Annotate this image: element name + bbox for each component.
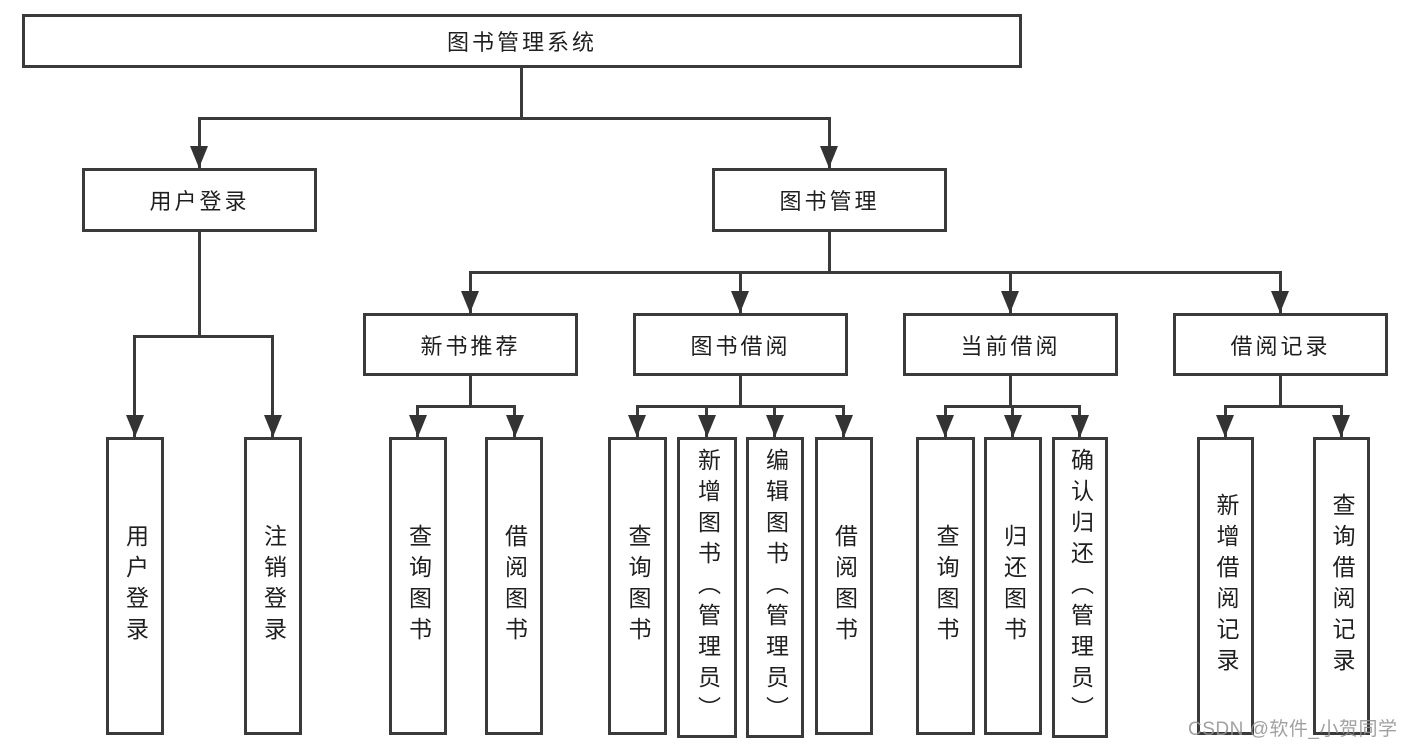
node-label: 编辑图书（管理员） <box>762 448 789 727</box>
arrow-down-icon <box>1004 415 1022 437</box>
node-label: 新增借阅记录 <box>1213 493 1239 679</box>
connector-line <box>1224 405 1343 408</box>
node-label: 新增图书（管理员） <box>694 448 721 727</box>
leaf-query-books-current: 查询图书 <box>916 437 975 735</box>
leaf-return-books: 归还图书 <box>984 437 1042 735</box>
arrow-down-icon <box>628 415 646 437</box>
node-label: 图书借阅 <box>690 333 791 359</box>
connector-line <box>198 117 831 120</box>
arrow-down-icon <box>820 146 838 168</box>
leaf-confirm-return-admin: 确认归还（管理员） <box>1052 437 1108 738</box>
arrow-down-icon <box>766 415 784 437</box>
connector-line <box>828 117 831 168</box>
node-label: 查询图书 <box>933 524 959 648</box>
connector-line <box>1279 376 1282 408</box>
node-current-borrow: 当前借阅 <box>903 313 1118 376</box>
connector-line <box>133 335 274 338</box>
arrow-down-icon <box>835 415 853 437</box>
node-label: 借阅图书 <box>831 524 858 648</box>
node-label: 图书管理系统 <box>446 30 597 55</box>
leaf-borrow-books: 借阅图书 <box>815 437 873 735</box>
node-label: 确认归还（管理员） <box>1067 448 1094 727</box>
leaf-add-borrow-record: 新增借阅记录 <box>1197 437 1254 735</box>
arrow-down-icon <box>698 415 716 437</box>
node-label: 新书推荐 <box>420 333 521 359</box>
watermark: CSDN @软件_小贺同学 <box>1188 719 1398 740</box>
leaf-edit-books-admin: 编辑图书（管理员） <box>746 437 804 738</box>
leaf-add-books-admin: 新增图书（管理员） <box>677 437 737 738</box>
node-label: 注销登录 <box>260 524 287 648</box>
node-label: 借阅记录 <box>1230 333 1331 359</box>
node-label: 图书管理 <box>779 189 880 214</box>
arrow-down-icon <box>126 415 144 437</box>
node-book-management: 图书管理 <box>712 168 947 232</box>
connector-line <box>133 335 136 437</box>
node-label: 查询图书 <box>405 524 432 648</box>
leaf-query-borrow-record: 查询借阅记录 <box>1313 437 1370 735</box>
node-user-login: 用户登录 <box>82 168 317 232</box>
arrow-down-icon <box>1071 415 1089 437</box>
arrow-down-icon <box>264 415 282 437</box>
node-label: 借阅图书 <box>501 524 528 648</box>
node-book-borrow: 图书借阅 <box>633 313 848 376</box>
connector-line <box>198 117 201 168</box>
node-label: 查询借阅记录 <box>1329 493 1355 679</box>
connector-line <box>198 232 201 338</box>
node-label: 查询图书 <box>625 524 651 648</box>
arrow-down-icon <box>409 415 427 437</box>
arrow-down-icon <box>190 146 208 168</box>
arrow-down-icon <box>731 291 749 313</box>
connector-line <box>1009 376 1012 408</box>
arrow-down-icon <box>1271 291 1289 313</box>
connector-line <box>416 405 516 408</box>
node-label: 用户登录 <box>149 189 250 214</box>
connector-line <box>828 232 831 274</box>
connector-line <box>520 68 523 120</box>
arrow-down-icon <box>506 415 524 437</box>
connector-line <box>636 405 845 408</box>
connector-line <box>469 271 1282 274</box>
leaf-user-login: 用户登录 <box>106 437 164 735</box>
arrow-down-icon <box>1332 415 1350 437</box>
connector-line <box>469 376 472 408</box>
node-label: 当前借阅 <box>960 333 1061 359</box>
leaf-query-books-recommend: 查询图书 <box>389 437 447 735</box>
arrow-down-icon <box>936 415 954 437</box>
connector-line <box>271 335 274 437</box>
leaf-query-books-borrow: 查询图书 <box>608 437 667 735</box>
arrow-down-icon <box>1001 291 1019 313</box>
arrow-down-icon <box>1216 415 1234 437</box>
node-root-system: 图书管理系统 <box>22 14 1022 68</box>
connector-line <box>739 376 742 408</box>
node-label: 归还图书 <box>1000 524 1027 648</box>
node-label: 用户登录 <box>122 524 149 648</box>
node-borrow-record: 借阅记录 <box>1173 313 1388 376</box>
leaf-logout-login: 注销登录 <box>244 437 302 735</box>
leaf-borrow-books-recommend: 借阅图书 <box>485 437 543 735</box>
node-new-book-recommend: 新书推荐 <box>363 313 578 376</box>
arrow-down-icon <box>461 291 479 313</box>
